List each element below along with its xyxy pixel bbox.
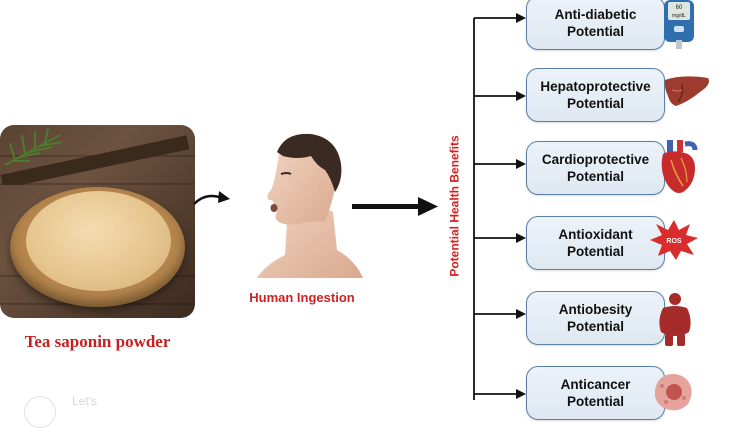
benefit-anticancer: Anticancer Potential (526, 366, 665, 420)
liver-icon (664, 76, 709, 106)
benefits-bracket (473, 13, 526, 400)
watermark-logo (24, 396, 56, 428)
svg-text:mg/dL: mg/dL (672, 13, 686, 19)
watermark-text: Let's (72, 394, 97, 408)
benefit-anti-diabetic: Anti-diabetic Potential (526, 0, 665, 50)
arrow-to-benefits (352, 197, 438, 216)
tea-saponin-powder-image (0, 125, 195, 318)
benefit-antioxidant: Antioxidant Potential (526, 216, 665, 270)
svg-text:ROS: ROS (666, 238, 682, 245)
human-ingestion-caption: Human Ingestion (249, 290, 355, 305)
obese-person-icon (659, 293, 691, 346)
ros-icon: ROS (650, 220, 698, 260)
benefit-hepatoprotective: Hepatoprotective Potential (526, 68, 665, 122)
cancer-cell-icon (654, 374, 692, 411)
svg-text:60: 60 (676, 5, 683, 11)
heart-icon (661, 140, 698, 193)
potential-health-benefits-heading: Potential Health Benefits (448, 134, 463, 277)
glucometer-icon: 60 mg/dL (664, 0, 694, 49)
human-head-icon (257, 133, 363, 278)
arrow-to-human (193, 191, 230, 205)
benefit-cardioprotective: Cardioprotective Potential (526, 141, 665, 195)
herb-sprig-icon (0, 127, 190, 185)
tea-saponin-caption: Tea saponin powder (24, 332, 171, 351)
benefit-antiobesity: Antiobesity Potential (526, 291, 665, 345)
